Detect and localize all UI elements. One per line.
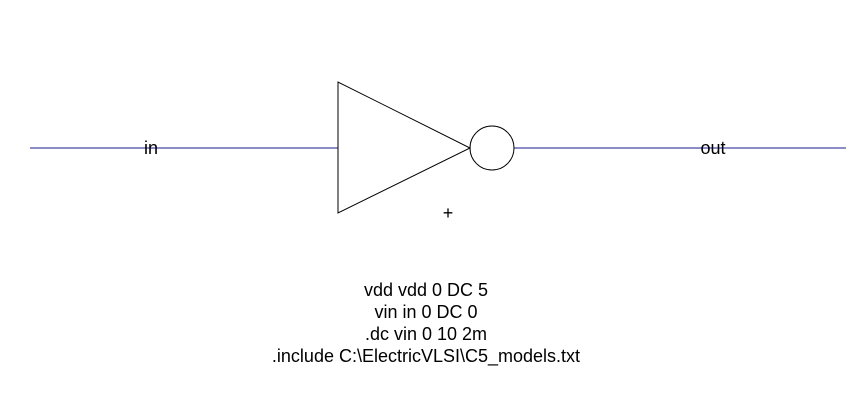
spice-code-block: vdd vdd 0 DC 5 vin in 0 DC 0 .dc vin 0 1…: [200, 279, 652, 367]
spice-line-vin: vin in 0 DC 0: [374, 302, 478, 322]
spice-line-include: .include C:\ElectricVLSI\C5_models.txt: [271, 346, 581, 366]
inverter-buffer-triangle[interactable]: [337, 81, 472, 214]
inverter-bubble[interactable]: [469, 125, 515, 171]
input-net-label: in: [144, 138, 158, 158]
spice-line-vdd: vdd vdd 0 DC 5: [363, 280, 489, 300]
cross-marker-icon: +: [443, 203, 454, 223]
spice-line-dc: .dc vin 0 10 2m: [364, 324, 488, 344]
output-net-label: out: [700, 138, 725, 158]
